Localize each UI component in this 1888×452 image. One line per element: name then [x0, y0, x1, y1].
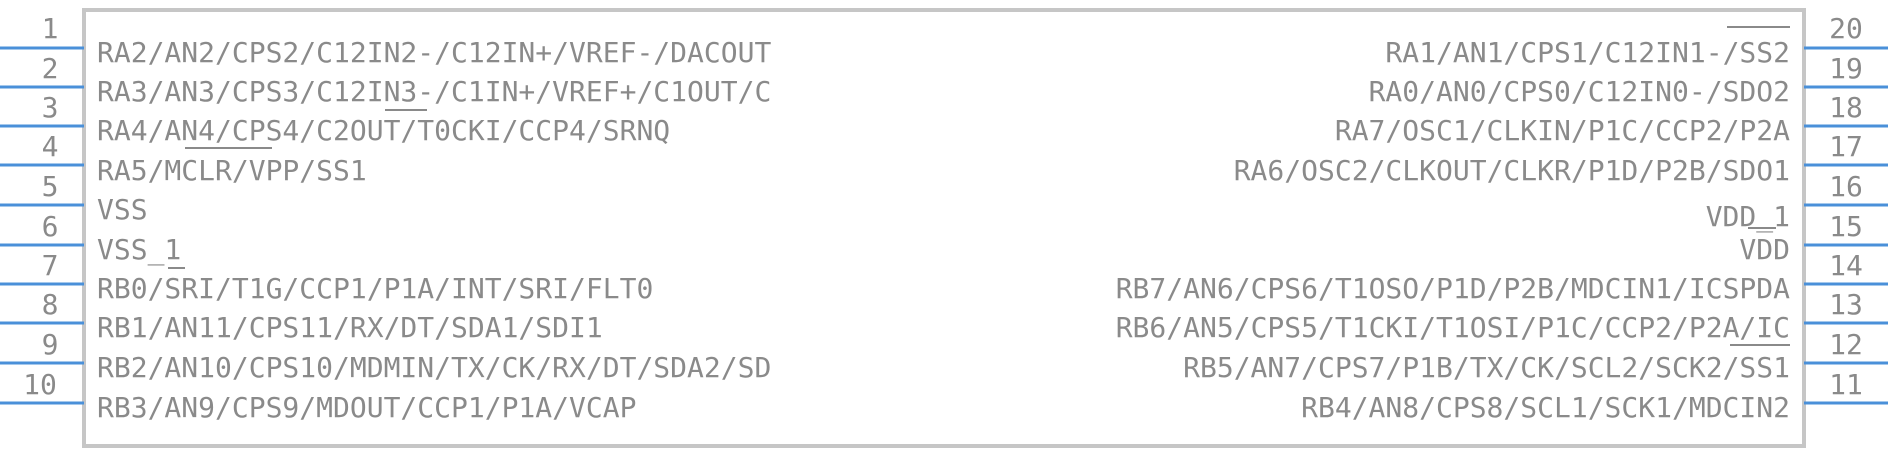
pin-16-number: 16: [1829, 170, 1863, 203]
pin-8-number: 8: [42, 288, 59, 321]
pin-1-label: RA2/AN2/CPS2/C12IN2-/C12IN+/VREF-/DACOUT: [97, 36, 771, 69]
pin-16-label: VDD_1: [1706, 200, 1790, 234]
pin-15-number: 15: [1829, 210, 1863, 243]
pin-10-number: 10: [23, 368, 57, 401]
pin-5-number: 5: [42, 170, 59, 203]
pin-8-label: RB1/AN11/CPS11/RX/DT/SDA1/SDI1: [97, 311, 603, 344]
pin-12-number: 12: [1829, 328, 1863, 361]
pin-15-label: VDD: [1739, 233, 1790, 266]
pin-5-label: VSS: [97, 193, 148, 226]
pin-13-label: RB6/AN5/CPS5/T1CKI/T1OSI/P1C/CCP2/P2A/IC: [1116, 311, 1790, 344]
pin-1-number: 1: [42, 12, 59, 45]
pin-14-label: RB7/AN6/CPS6/T1OSO/P1D/P2B/MDCIN1/ICSPDA: [1116, 272, 1790, 305]
pin-14-number: 14: [1829, 249, 1863, 282]
pin-3-number: 3: [42, 91, 59, 124]
pin-4-label: RA5/MCLR/VPP/SS1: [97, 154, 367, 187]
pin-19-label: RA0/AN0/CPS0/C12IN0-/SDO2: [1369, 75, 1790, 108]
pin-11-number: 11: [1829, 368, 1863, 401]
active-low-overbars: [168, 26, 1790, 346]
pin-18-label: RA7/OSC1/CLKIN/P1C/CCP2/P2A: [1335, 114, 1790, 147]
left-pins: 1 RA2/AN2/CPS2/C12IN2-/C12IN+/VREF-/DACO…: [0, 12, 771, 424]
pin-17-label: RA6/OSC2/CLKOUT/CLKR/P1D/P2B/SDO1: [1234, 154, 1790, 187]
ic-body-outline: [82, 8, 1806, 448]
pin-17-number: 17: [1829, 130, 1863, 163]
pin-12-label: RB5/AN7/CPS7/P1B/TX/CK/SCL2/SCK2/SS1: [1183, 351, 1790, 384]
pin-3-label: RA4/AN4/CPS4/C2OUT/T0CKI/CCP4/SRNQ: [97, 114, 670, 147]
pin-4-number: 4: [42, 130, 59, 163]
pin-9-label: RB2/AN10/CPS10/MDMIN/TX/CK/RX/DT/SDA2/SD: [97, 351, 771, 384]
pin-10-label: RB3/AN9/CPS9/MDOUT/CCP1/P1A/VCAP: [97, 391, 636, 424]
pin-13-number: 13: [1829, 288, 1863, 321]
pin-9-number: 9: [42, 328, 59, 361]
pin-6-label: VSS_1: [97, 233, 181, 267]
pin-20-label: RA1/AN1/CPS1/C12IN1-/SS2: [1385, 36, 1790, 69]
pin-20-number: 20: [1829, 12, 1863, 45]
pin-18-number: 18: [1829, 91, 1863, 124]
pin-11-label: RB4/AN8/CPS8/SCL1/SCK1/MDCIN2: [1301, 391, 1790, 424]
right-pins: 20 RA1/AN1/CPS1/C12IN1-/SS2 19 RA0/AN0/C…: [1116, 12, 1888, 424]
pin-2-number: 2: [42, 52, 59, 85]
pin-2-label: RA3/AN3/CPS3/C12IN3-/C1IN+/VREF+/C1OUT/C: [97, 75, 771, 108]
pin-6-number: 6: [42, 210, 59, 243]
pin-7-label: RB0/SRI/T1G/CCP1/P1A/INT/SRI/FLT0: [97, 272, 653, 305]
pin-7-number: 7: [42, 249, 59, 282]
pin-19-number: 19: [1829, 52, 1863, 85]
